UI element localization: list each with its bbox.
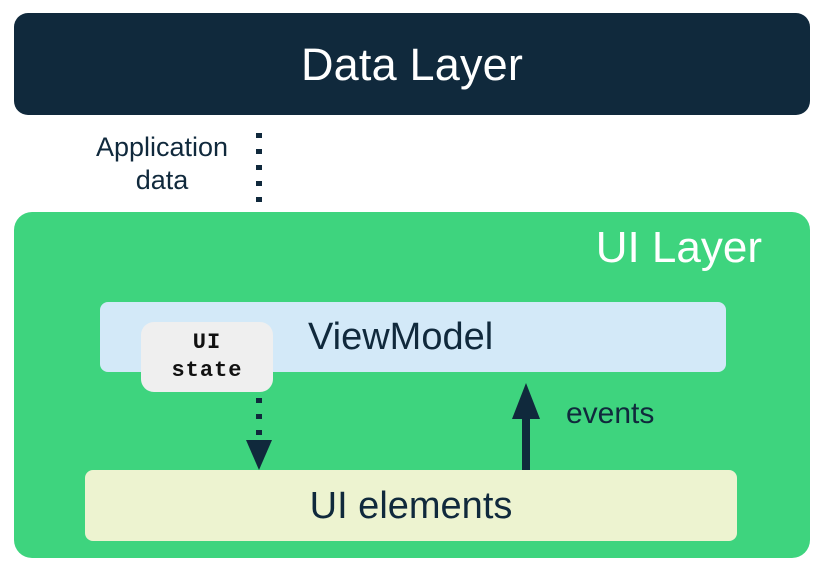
ui-state-chip-line1: UI: [192, 330, 222, 355]
data-layer-label: Data Layer: [300, 38, 524, 90]
application-data-label-line1: Application: [95, 132, 229, 162]
events-label: events: [566, 397, 655, 430]
ui-elements-label: UI elements: [309, 484, 513, 527]
data-layer-box: Data Layer: [14, 13, 810, 115]
ui-state-chip-line2: state: [171, 358, 243, 383]
ui-state-chip: UI state: [141, 322, 273, 392]
application-data-label-line2: data: [135, 165, 189, 195]
application-data-label: Application data: [74, 131, 250, 197]
ui-state-dotted-arrow-icon: [246, 398, 272, 470]
ui-layer-label: UI Layer: [595, 223, 762, 272]
ui-elements-box: UI elements: [85, 470, 737, 541]
viewmodel-label: ViewModel: [308, 316, 494, 358]
events-arrow-icon: [512, 383, 540, 471]
